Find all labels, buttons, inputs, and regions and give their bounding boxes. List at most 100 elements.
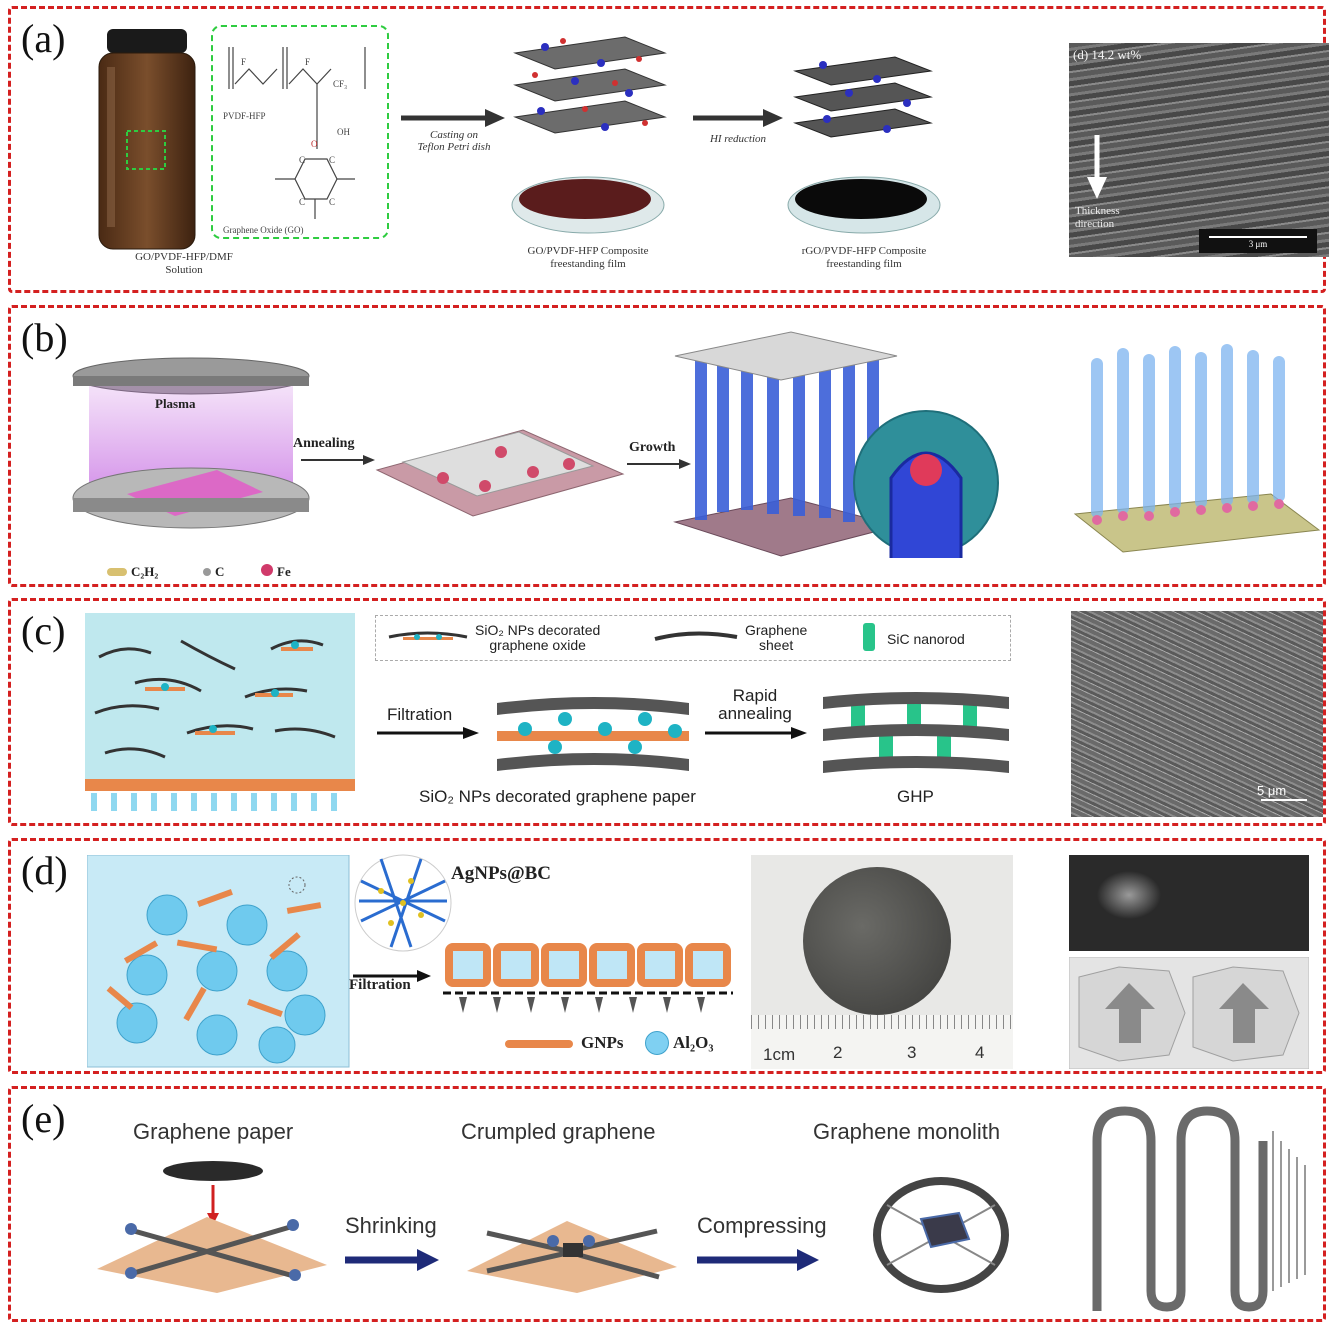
chemical-structure-drawing: F F CF₃ PVDF-HFP O OH C C C C Graphene O… xyxy=(223,47,366,235)
c2h2-icon xyxy=(107,568,127,576)
legend-sio2-label: SiO₂ NPs decorated graphene oxide xyxy=(475,622,601,653)
panel-a: (a) GO/PVDF-HFP/DMF Solution F F CF₃ PVD xyxy=(8,6,1329,293)
rgo-pvdf-layered-structure xyxy=(793,56,933,138)
sem-label: (d) 14.2 wt% xyxy=(1073,47,1142,62)
filtered-film-structure xyxy=(443,943,733,1013)
gnps-legend-icon xyxy=(505,1040,573,1048)
growth-label: Growth xyxy=(629,440,676,455)
thickness-direction-label: Thickness direction xyxy=(1075,205,1120,230)
film-photo: 1cm 2 3 4 xyxy=(751,855,1013,1069)
rapid-annealing-arrow xyxy=(705,727,807,739)
carbon-icon xyxy=(203,568,211,576)
filtration-arrow-c xyxy=(377,727,479,739)
panel-e: (e) Graphene paper Shrinking Crumpled gr… xyxy=(8,1086,1326,1322)
legend-sic-label: SiC nanorod xyxy=(887,631,965,647)
shrinking-arrow xyxy=(345,1249,439,1271)
cell-structure-render xyxy=(1069,957,1309,1069)
hi-reduction-label: HI reduction xyxy=(709,133,767,145)
compressing-label: Compressing xyxy=(697,1213,827,1238)
ruler-label-2: 2 xyxy=(833,1043,843,1062)
filtration-label-c: Filtration xyxy=(387,705,453,724)
al2o3-legend-icon xyxy=(645,1031,669,1055)
plasma-reactor xyxy=(72,357,310,529)
casting-arrow xyxy=(401,109,505,127)
chem-oh-label: OH xyxy=(337,127,350,137)
plasma-label: Plasma xyxy=(155,396,196,411)
ruler xyxy=(751,1015,1013,1069)
shrinking-label: Shrinking xyxy=(345,1213,437,1238)
graphene-monolith-title: Graphene monolith xyxy=(813,1119,1001,1144)
chem-c-label-4: C xyxy=(329,197,335,207)
chem-c-label-3: C xyxy=(299,197,305,207)
legend-c: C xyxy=(203,564,224,580)
ghp-structure xyxy=(823,692,1009,773)
hi-reduction-arrow xyxy=(693,109,783,127)
pvdf-label: PVDF-HFP xyxy=(223,111,266,121)
chem-c-label-2: C xyxy=(329,155,335,165)
cell-sem-image xyxy=(1069,855,1309,951)
panel-d: (d) AgNPs@BC Filtration G xyxy=(8,838,1326,1074)
panel-c: (c) SiO₂ NPs decorated graphene oxide Gr… xyxy=(8,598,1326,826)
graphene-paper-title: Graphene paper xyxy=(133,1119,294,1144)
chemical-structure-box xyxy=(211,25,389,239)
agnps-bc-zoom xyxy=(354,854,452,952)
go-pvdf-layered-structure xyxy=(513,36,667,134)
ruler-label-4: 4 xyxy=(975,1043,985,1062)
legend-fe: Fe xyxy=(261,564,291,580)
ruler-label-3: 3 xyxy=(907,1043,917,1062)
compressing-arrow xyxy=(697,1249,819,1271)
rgo-pvdf-film-caption: rGO/PVDF-HFP Composite freestanding film xyxy=(801,245,927,270)
sem-scale-label: 3 μm xyxy=(1248,239,1268,249)
sio2-decorated-paper xyxy=(497,697,689,771)
gnps-legend-label: GNPs xyxy=(581,1033,624,1052)
growth-arrow xyxy=(627,459,691,469)
solution-jar-image xyxy=(98,29,196,250)
annealing-arrow xyxy=(301,455,375,465)
sem-cross-section-image: (d) 14.2 wt% Thickness direction 3 μm xyxy=(1069,43,1329,257)
sem-scale-bar xyxy=(1209,236,1307,238)
panel-label-d: (d) xyxy=(21,848,68,893)
panel-b: (b) Plasma Annealing Growth xyxy=(8,305,1326,587)
rgo-pvdf-film-dish xyxy=(787,176,941,234)
cnt-zoom-circle xyxy=(853,410,999,558)
sic-sem-image: 5 μm xyxy=(1071,611,1323,817)
graphene-monolith-setup xyxy=(873,1177,1009,1293)
film-disc xyxy=(803,867,951,1015)
al2o3-legend-label: Al₂O₃ xyxy=(673,1033,714,1052)
solution-caption: GO/PVDF-HFP/DMF Solution xyxy=(135,251,233,276)
agnps-bc-label: AgNPs@BC xyxy=(451,863,552,884)
iron-icon xyxy=(261,564,273,576)
cnt-forest-structure xyxy=(673,331,899,557)
chem-o-label: O xyxy=(311,139,318,149)
filtration-label-d: Filtration xyxy=(349,977,411,993)
sio2-go-legend-icon xyxy=(388,631,468,640)
sic-nanorod-legend-icon xyxy=(863,623,875,651)
filtration-arrow-d xyxy=(353,970,431,982)
folded-monolith-render xyxy=(1092,1106,1306,1312)
legend-c2h2: C₂H₂ xyxy=(107,564,158,580)
sem-scale-box: 3 μm xyxy=(1199,229,1317,253)
casting-label: Casting on Teflon Petri dish xyxy=(417,129,491,153)
ghp-label: GHP xyxy=(897,787,934,806)
panel-label-e: (e) xyxy=(21,1096,66,1141)
chem-f-label-2: F xyxy=(305,57,310,67)
panel-label-c: (c) xyxy=(21,608,66,653)
graphene-paper-setup xyxy=(97,1161,327,1293)
panel-label-b: (b) xyxy=(21,315,68,360)
chem-f-label: F xyxy=(241,57,246,67)
go-dispersion-scene xyxy=(85,613,355,811)
ruler-label-1cm: 1cm xyxy=(763,1045,796,1064)
sic-sem-scale-label: 5 μm xyxy=(1257,783,1287,798)
thickness-arrow-icon xyxy=(1087,135,1107,199)
go-label: Graphene Oxide (GO) xyxy=(223,225,303,235)
go-pvdf-film-dish xyxy=(511,176,665,234)
panel-label-a: (a) xyxy=(21,16,66,61)
annealed-substrate xyxy=(375,429,625,517)
annealing-label: Annealing xyxy=(293,436,355,451)
sic-sem-scale-bar xyxy=(1261,799,1307,801)
go-pvdf-film-caption: GO/PVDF-HFP Composite freestanding film xyxy=(527,245,649,270)
crumpled-graphene-title: Crumpled graphene xyxy=(461,1119,656,1144)
graphene-sheet-legend-icon xyxy=(654,631,738,641)
rapid-annealing-label: Rapid annealing xyxy=(718,686,792,723)
chem-cf3-label: CF₃ xyxy=(333,79,347,89)
